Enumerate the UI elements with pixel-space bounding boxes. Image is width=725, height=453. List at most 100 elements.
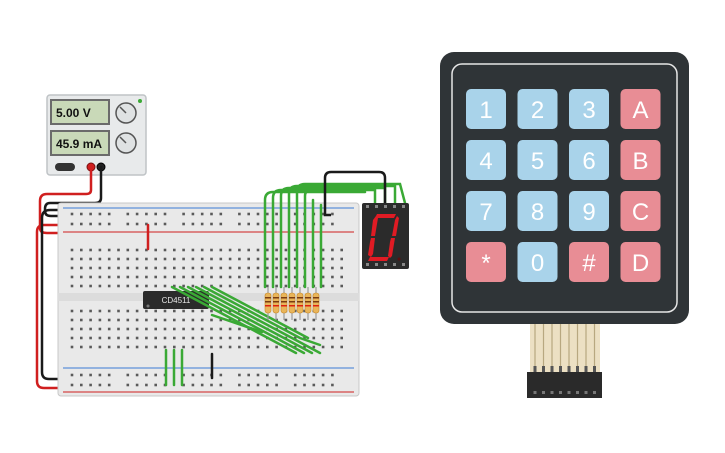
breadboard-hole[interactable] [200,318,204,322]
breadboard-hole[interactable] [247,345,250,349]
breadboard-hole[interactable] [238,212,241,216]
breadboard-hole[interactable] [266,284,269,288]
breadboard-hole[interactable] [89,373,92,377]
breadboard-hole[interactable] [145,266,148,270]
breadboard-hole[interactable] [293,318,297,322]
key-6[interactable]: 6 [569,140,609,180]
wire-seg-5[interactable] [295,182,407,289]
breadboard-hole[interactable] [210,275,213,279]
breadboard-hole[interactable] [126,373,130,377]
breadboard-hole[interactable] [135,284,139,288]
breadboard-hole[interactable] [173,345,176,349]
breadboard-hole[interactable] [98,309,102,313]
breadboard-hole[interactable] [126,257,130,261]
resistor[interactable] [304,292,312,314]
breadboard-hole[interactable] [145,275,148,279]
wire-power-negative-top[interactable] [43,165,103,218]
breadboard-hole[interactable] [303,327,306,331]
breadboard-hole[interactable] [154,257,157,261]
breadboard-hole[interactable] [98,257,102,261]
breadboard-hole[interactable] [182,336,185,340]
breadboard-hole[interactable] [107,257,111,261]
breadboard-hole[interactable] [163,284,167,288]
wire-chip-out-d[interactable] [194,285,322,355]
breadboard-hole[interactable] [98,266,102,270]
breadboard-hole[interactable] [154,383,157,387]
breadboard-hole[interactable] [247,284,250,288]
breadboard-hole[interactable] [191,248,195,252]
breadboard-hole[interactable] [182,309,185,313]
breadboard-hole[interactable] [98,212,102,216]
breadboard-hole[interactable] [340,284,343,288]
breadboard-hole[interactable] [210,309,213,313]
breadboard-hole[interactable] [163,309,167,313]
breadboard-hole[interactable] [117,336,120,340]
breadboard-hole[interactable] [331,345,334,349]
breadboard-hole[interactable] [331,212,334,216]
breadboard-hole[interactable] [321,373,325,377]
breadboard-hole[interactable] [293,212,297,216]
breadboard-hole[interactable] [107,345,111,349]
breadboard-hole[interactable] [80,275,83,279]
wire-seg-2[interactable] [271,188,377,289]
breadboard-hole[interactable] [228,327,232,331]
breadboard-hole[interactable] [293,284,297,288]
breadboard-hole[interactable] [117,327,120,331]
breadboard-hole[interactable] [331,222,334,226]
breadboard-hole[interactable] [191,318,195,322]
breadboard-hole[interactable] [154,222,157,226]
key-a[interactable]: A [620,89,661,129]
breadboard-hole[interactable] [135,336,139,340]
breadboard-hole[interactable] [145,309,148,313]
breadboard-hole[interactable] [89,309,92,313]
breadboard-hole[interactable] [340,345,343,349]
breadboard-hole[interactable] [163,257,167,261]
breadboard-hole[interactable] [154,275,157,279]
breadboard-hole[interactable] [293,336,297,340]
breadboard-hole[interactable] [70,284,74,288]
breadboard-hole[interactable] [135,383,139,387]
breadboard-hole[interactable] [210,318,213,322]
wire-seg-3[interactable] [279,186,387,289]
breadboard-hole[interactable] [126,266,130,270]
breadboard-hole[interactable] [331,327,334,331]
breadboard-hole[interactable] [191,257,195,261]
connector-pin[interactable] [584,391,588,394]
wire-seg-4[interactable] [287,184,397,289]
breadboard-hole[interactable] [126,309,130,313]
breadboard-hole[interactable] [191,222,195,226]
breadboard-hole[interactable] [238,248,241,252]
breadboard-hole[interactable] [238,222,241,226]
breadboard-hole[interactable] [191,266,195,270]
breadboard-hole[interactable] [80,212,83,216]
breadboard-hole[interactable] [331,318,334,322]
breadboard-hole[interactable] [126,383,130,387]
breadboard-hole[interactable] [210,266,213,270]
breadboard-hole[interactable] [331,248,334,252]
key-c[interactable]: C [620,191,661,231]
connector-pin[interactable] [550,391,554,394]
breadboard-hole[interactable] [256,373,260,377]
breadboard-hole[interactable] [80,345,83,349]
breadboard-hole[interactable] [200,266,204,270]
breadboard-hole[interactable] [200,345,204,349]
breadboard-hole[interactable] [107,383,111,387]
key-3[interactable]: 3 [569,89,609,129]
breadboard-hole[interactable] [321,318,325,322]
breadboard-hole[interactable] [89,248,92,252]
breadboard-hole[interactable] [145,257,148,261]
breadboard-hole[interactable] [210,336,213,340]
breadboard-hole[interactable] [89,345,92,349]
breadboard-hole[interactable] [70,309,74,313]
breadboard-hole[interactable] [98,336,102,340]
breadboard-hole[interactable] [107,266,111,270]
connector-pin[interactable] [567,391,571,394]
breadboard-hole[interactable] [98,373,102,377]
breadboard-hole[interactable] [200,309,204,313]
breadboard-hole[interactable] [340,248,343,252]
breadboard-hole[interactable] [331,257,334,261]
breadboard-hole[interactable] [182,275,185,279]
breadboard-hole[interactable] [238,275,241,279]
breadboard-hole[interactable] [340,266,343,270]
key-d[interactable]: D [620,242,661,282]
